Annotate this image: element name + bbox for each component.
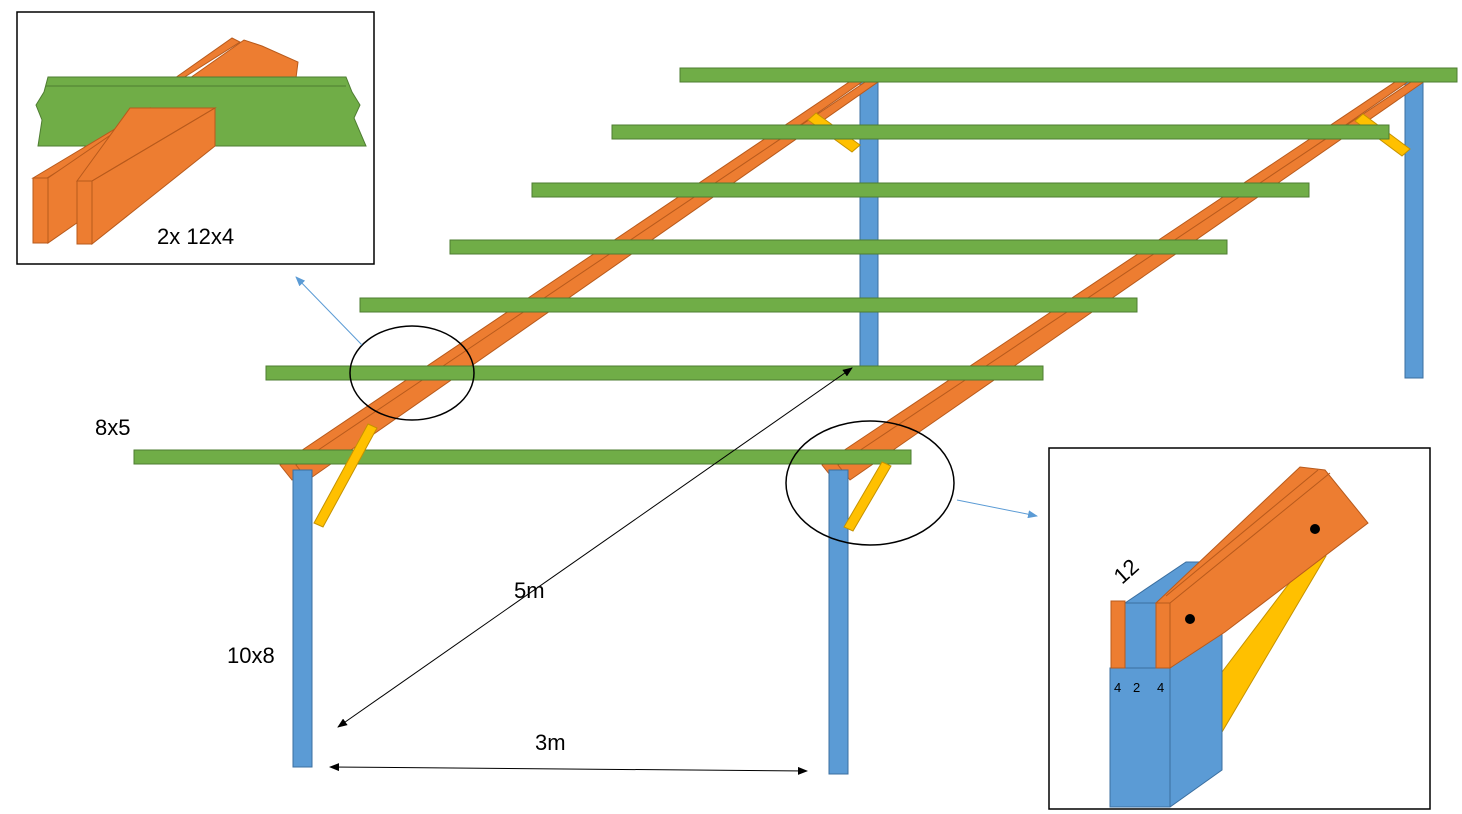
- width-dimension-label: 3m: [535, 730, 566, 755]
- rafter-3: [531, 182, 1310, 198]
- joint-width-mid-label: 2: [1133, 680, 1140, 695]
- back-post-right: [1404, 79, 1424, 379]
- leader-arrow-joint: [956, 499, 1038, 519]
- back-post-middle: [859, 79, 879, 369]
- joint-detail-box: 12 4 2 4: [1048, 447, 1431, 810]
- depth-dimension-label: 5m: [514, 578, 545, 603]
- post-size-label: 10x8: [227, 643, 275, 668]
- width-dimension-line: [329, 763, 808, 775]
- leader-arrow-beam: [295, 276, 363, 346]
- front-brace-right: [843, 461, 892, 532]
- depth-dimension-line: [337, 367, 853, 728]
- rafter-2: [611, 124, 1390, 140]
- beam-detail-box: 2x 12x4: [16, 11, 375, 265]
- rafter-size-label: 8x5: [95, 415, 130, 440]
- front-post-left: [292, 469, 313, 768]
- joint-width-right-label: 4: [1157, 680, 1164, 695]
- front-post-right: [828, 469, 849, 775]
- rafter-5: [359, 297, 1138, 313]
- beam-detail-label: 2x 12x4: [157, 224, 234, 249]
- rafter-4: [449, 239, 1228, 255]
- rafter-6: [265, 365, 1044, 381]
- joint-width-left-label: 4: [1114, 680, 1121, 695]
- rafter-1: [679, 67, 1458, 83]
